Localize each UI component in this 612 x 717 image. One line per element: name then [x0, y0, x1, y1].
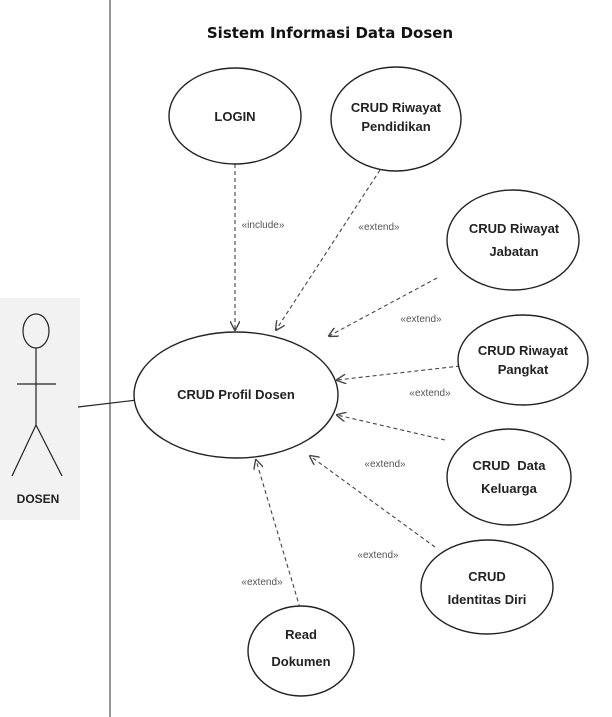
extend-identitas-arrow — [310, 456, 436, 548]
actor-dosen: DOSEN — [0, 298, 80, 520]
use-case-riwayat-jabatan: CRUD Riwayat Jabatan — [446, 189, 580, 291]
use-case-data-keluarga: CRUD Data Keluarga — [446, 428, 572, 526]
use-case-riwayat-pendidikan: CRUD Riwayat Pendidikan — [330, 66, 462, 172]
use-case-riwayat-jabatan-shape — [446, 189, 580, 291]
actor-label: DOSEN — [17, 492, 60, 506]
use-case-identitas-diri-line2: Identitas Diri — [448, 592, 527, 607]
use-case-riwayat-pendidikan-shape — [330, 66, 462, 172]
use-case-riwayat-pendidikan-line1: CRUD Riwayat — [351, 100, 442, 115]
extend-dokumen-arrow — [256, 460, 301, 609]
use-case-profil-dosen-label: CRUD Profil Dosen — [177, 387, 295, 402]
use-case-data-keluarga-line2: Keluarga — [481, 481, 537, 496]
use-case-login-label: LOGIN — [214, 109, 255, 124]
dependencies — [235, 164, 461, 609]
label-extend-pendidikan: «extend» — [358, 222, 400, 233]
use-case-read-dokumen: Read Dokumen — [247, 605, 355, 697]
use-case-identitas-diri-line1: CRUD — [468, 569, 506, 584]
use-case-profil-dosen: CRUD Profil Dosen — [133, 331, 339, 459]
extend-pendidikan-arrow — [276, 169, 381, 330]
use-case-riwayat-jabatan-line2: Jabatan — [489, 244, 538, 259]
use-case-login-shape — [168, 67, 302, 165]
use-case-read-dokumen-line2: Dokumen — [271, 654, 330, 669]
use-case-profil-dosen-shape — [133, 331, 339, 459]
use-case-riwayat-pangkat-shape — [457, 314, 589, 406]
label-extend-pangkat: «extend» — [409, 388, 451, 399]
use-case-riwayat-pangkat: CRUD Riwayat Pangkat — [457, 314, 589, 406]
label-extend-dokumen: «extend» — [241, 577, 283, 588]
use-case-data-keluarga-shape — [446, 428, 572, 526]
label-include-login: «include» — [242, 220, 285, 231]
use-case-riwayat-pendidikan-line2: Pendidikan — [361, 119, 430, 134]
use-case-identitas-diri-shape — [420, 539, 554, 635]
extend-keluarga-arrow — [337, 415, 446, 441]
use-case-identitas-diri: CRUD Identitas Diri — [420, 539, 554, 635]
label-extend-jabatan: «extend» — [400, 314, 442, 325]
use-case-login: LOGIN — [168, 67, 302, 165]
system-title: Sistem Informasi Data Dosen — [207, 24, 453, 42]
label-extend-identitas: «extend» — [357, 550, 399, 561]
label-extend-keluarga: «extend» — [364, 459, 406, 470]
use-case-riwayat-pangkat-line2: Pangkat — [498, 362, 549, 377]
use-case-read-dokumen-shape — [247, 605, 355, 697]
association-line — [77, 399, 138, 408]
use-case-read-dokumen-line1: Read — [285, 627, 317, 642]
use-case-riwayat-jabatan-line1: CRUD Riwayat — [469, 221, 560, 236]
use-case-data-keluarga-line1: CRUD Data — [473, 458, 547, 473]
actor-left-leg — [11, 424, 37, 477]
use-case-riwayat-pangkat-line1: CRUD Riwayat — [478, 343, 569, 358]
actor-background — [0, 298, 80, 520]
actor-right-leg — [35, 424, 63, 477]
